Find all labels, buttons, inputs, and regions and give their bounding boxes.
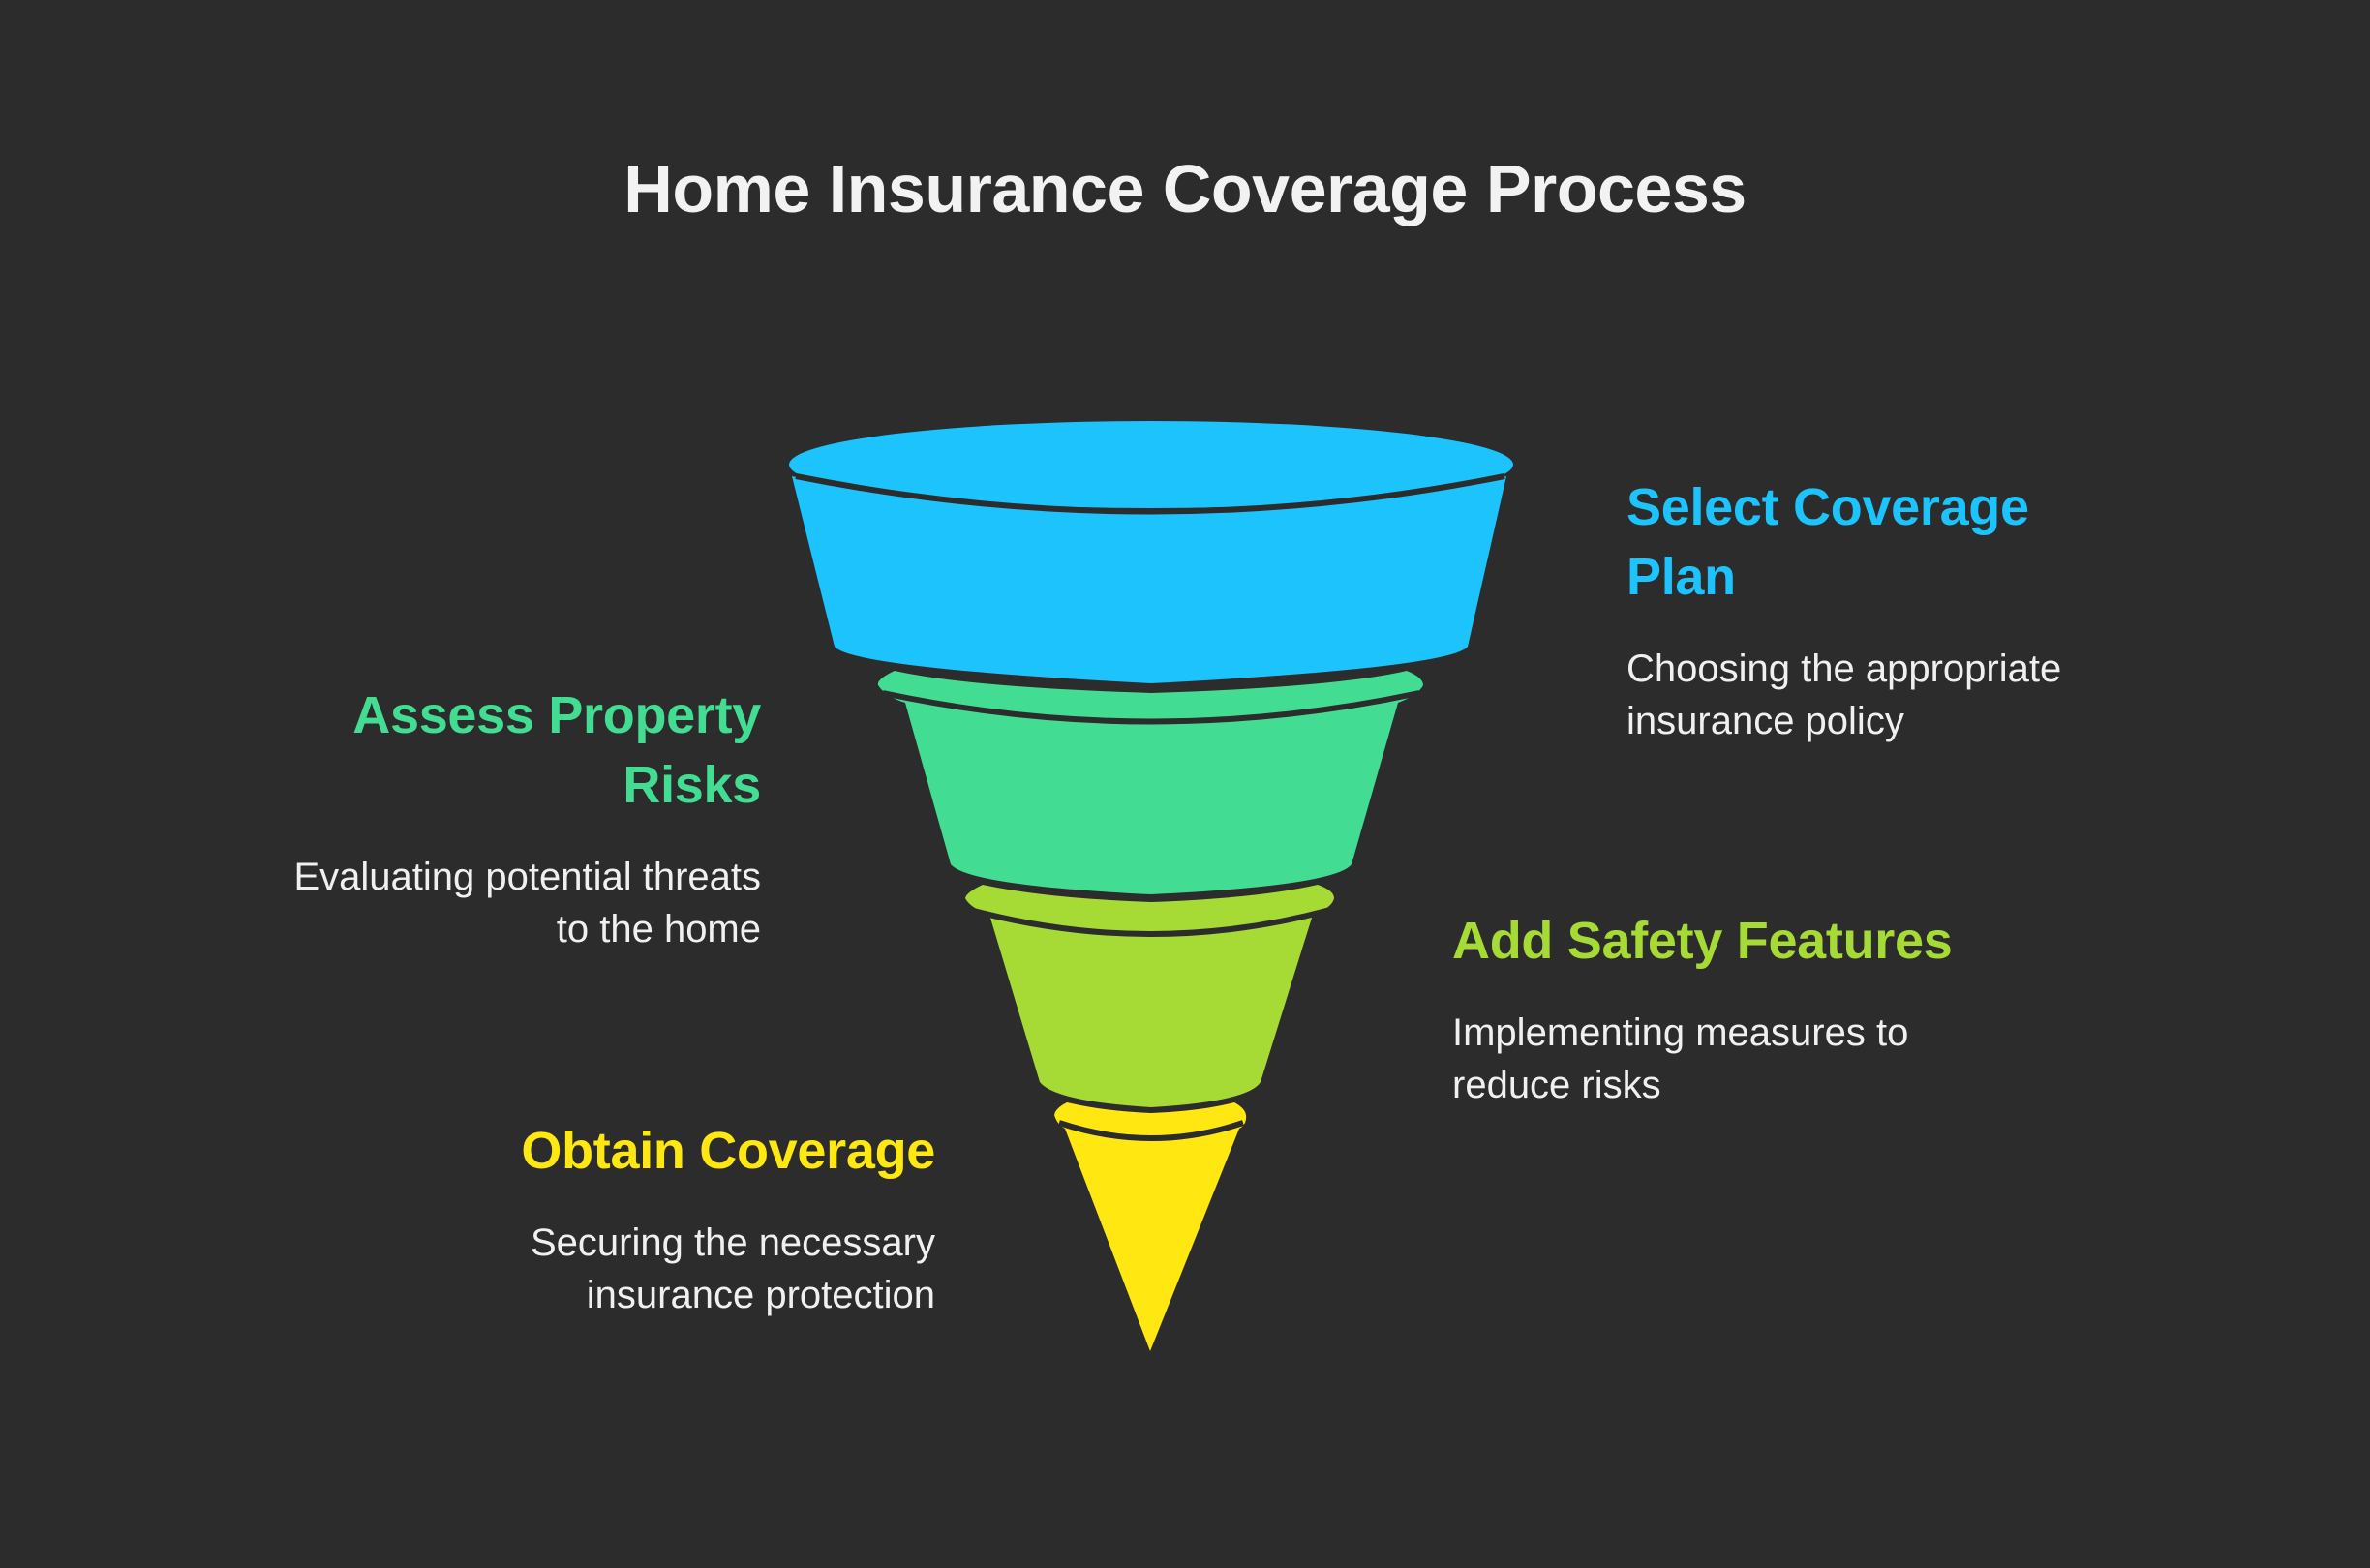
stage-description: Implementing measures to reduce risks bbox=[1452, 1007, 2130, 1111]
stage-add-safety-features: Add Safety Features Implementing measure… bbox=[1452, 906, 2130, 1111]
description-line: insurance policy bbox=[1626, 700, 1904, 742]
stage-description: Choosing the appropriate insurance polic… bbox=[1626, 643, 2207, 747]
description-line: Implementing measures to bbox=[1452, 1011, 1909, 1054]
stage-select-coverage-plan: Select Coverage Plan Choosing the approp… bbox=[1626, 472, 2207, 747]
heading-line: Select Coverage bbox=[1626, 478, 2029, 536]
description-line: Choosing the appropriate bbox=[1626, 648, 2062, 690]
stage-heading: Add Safety Features bbox=[1452, 906, 2130, 976]
stage-description: Securing the necessary insurance protect… bbox=[354, 1217, 935, 1321]
stage-obtain-coverage: Obtain Coverage Securing the necessary i… bbox=[354, 1116, 935, 1321]
funnel-segment-3 bbox=[965, 885, 1334, 1107]
stage-heading: Obtain Coverage bbox=[354, 1116, 935, 1186]
funnel-segment-1 bbox=[789, 421, 1513, 683]
stage-assess-property-risks: Assess Property Risks Evaluating potenti… bbox=[180, 680, 761, 955]
heading-line: Risks bbox=[623, 756, 761, 814]
heading-line: Obtain Coverage bbox=[521, 1122, 935, 1180]
funnel-segment-2 bbox=[877, 671, 1423, 894]
description-line: insurance protection bbox=[586, 1274, 935, 1316]
stage-description: Evaluating potential threats to the home bbox=[180, 851, 761, 955]
description-line: reduce risks bbox=[1452, 1064, 1661, 1106]
description-line: to the home bbox=[556, 908, 761, 950]
description-line: Evaluating potential threats bbox=[293, 856, 761, 898]
description-line: Securing the necessary bbox=[530, 1221, 935, 1264]
stage-heading: Select Coverage Plan bbox=[1626, 472, 2207, 612]
heading-line: Plan bbox=[1626, 548, 1736, 606]
heading-line: Assess Property bbox=[352, 686, 761, 744]
funnel-segment-4 bbox=[1054, 1102, 1247, 1351]
diagram-title: Home Insurance Coverage Process bbox=[623, 151, 1747, 226]
heading-line: Add Safety Features bbox=[1452, 912, 1953, 970]
stage-heading: Assess Property Risks bbox=[180, 680, 761, 820]
